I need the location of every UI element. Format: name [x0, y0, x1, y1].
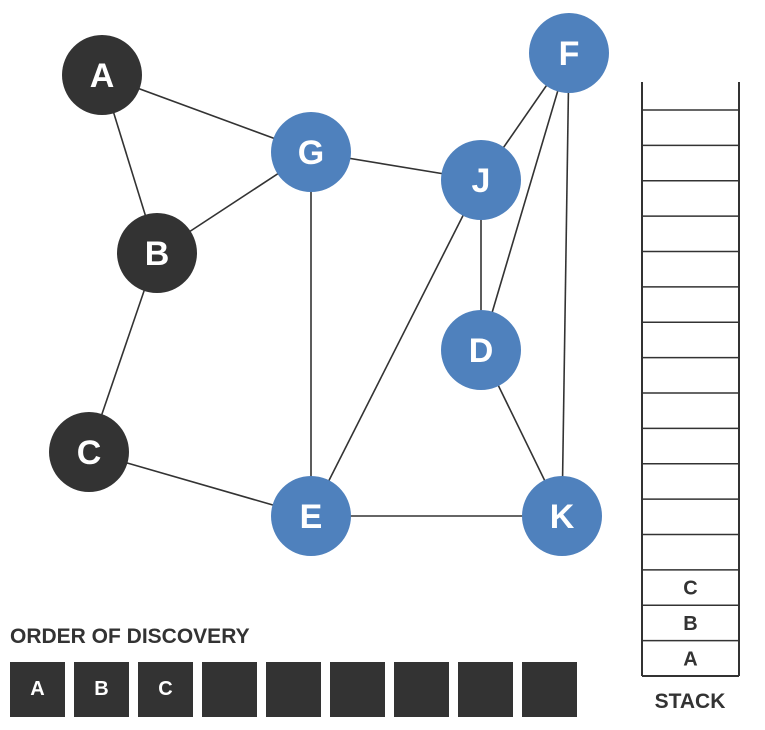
node-label: D [469, 332, 494, 370]
discovery-slot [394, 662, 449, 717]
stack-caption: STACK [654, 690, 726, 713]
node-label: K [550, 498, 575, 536]
node-d: D [441, 310, 521, 390]
node-c: C [49, 412, 129, 492]
node-circle [529, 13, 609, 93]
node-circle [271, 112, 351, 192]
node-a: A [62, 35, 142, 115]
node-b: B [117, 213, 197, 293]
discovery-slot: B [74, 662, 129, 717]
node-label: C [77, 434, 102, 472]
edge-f-k [561, 52, 570, 517]
node-j: J [441, 140, 521, 220]
edge-f-d [480, 52, 570, 351]
stack-item: A [683, 648, 697, 670]
node-circle [62, 35, 142, 115]
discovery-slot [522, 662, 577, 717]
node-circle [522, 476, 602, 556]
order-of-discovery-title: ORDER OF DISCOVERY [10, 625, 250, 648]
stack-item: B [683, 613, 697, 635]
discovery-slot [202, 662, 257, 717]
stack-item: C [683, 578, 697, 600]
node-circle [441, 310, 521, 390]
discovery-slot [330, 662, 385, 717]
node-label: G [298, 134, 324, 172]
discovery-slot: A [10, 662, 65, 717]
stack: ABC [641, 82, 740, 677]
node-f: F [529, 13, 609, 93]
node-label: A [90, 57, 115, 95]
edge-j-e [310, 179, 482, 517]
node-g: G [271, 112, 351, 192]
node-k: K [522, 476, 602, 556]
discovery-slot [266, 662, 321, 717]
node-circle [49, 412, 129, 492]
node-label: J [472, 162, 491, 200]
node-circle [117, 213, 197, 293]
discovery-slot [458, 662, 513, 717]
node-label: F [559, 35, 580, 73]
node-label: B [145, 235, 170, 273]
node-label: E [300, 498, 323, 536]
node-e: E [271, 476, 351, 556]
nodes: A B C G J F D E K [49, 13, 609, 556]
node-circle [271, 476, 351, 556]
node-circle [441, 140, 521, 220]
discovery-slot: C [138, 662, 193, 717]
